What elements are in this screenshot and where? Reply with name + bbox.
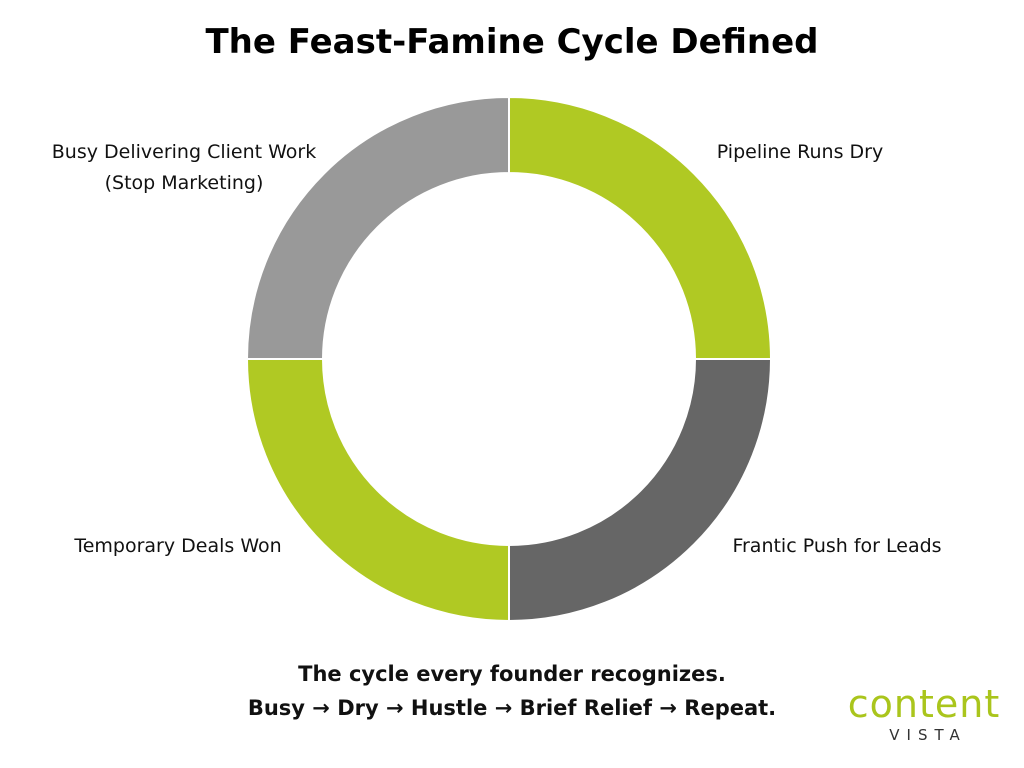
logo-wordmark: content [847,682,1001,726]
segment-label-line: Busy Delivering Client Work [51,141,317,163]
cycle-segment-frantic-push-for-leads [508,358,773,623]
segment-label-frantic-push-for-leads: Frantic Push for Leads [712,531,962,562]
segment-label-line: Pipeline Runs Dry [716,141,884,163]
footer-caption: The cycle every founder recognizes. Busy… [0,657,1024,725]
segment-label-pipeline-runs-dry: Pipeline Runs Dry [692,137,908,168]
page-title: The Feast-Famine Cycle Defined [205,22,819,62]
footer-line-1: The cycle every founder recognizes. [298,662,726,686]
segment-label-line: Temporary Deals Won [74,535,282,557]
segment-label-line: Frantic Push for Leads [732,535,942,557]
logo-subtitle: VISTA [889,726,967,744]
segment-label-temporary-deals-won: Temporary Deals Won [48,531,308,562]
cycle-segment-busy-delivering-client-work [245,95,510,360]
cycle-segment-temporary-deals-won [245,358,510,623]
footer-line-2: Busy → Dry → Hustle → Brief Relief → Rep… [247,696,777,720]
segment-label-busy-delivering-client-work: Busy Delivering Client Work (Stop Market… [26,137,342,199]
segment-label-line: (Stop Marketing) [104,172,264,194]
content-vista-logo: content VISTA [838,684,1010,746]
cycle-segment-pipeline-runs-dry [508,95,773,360]
